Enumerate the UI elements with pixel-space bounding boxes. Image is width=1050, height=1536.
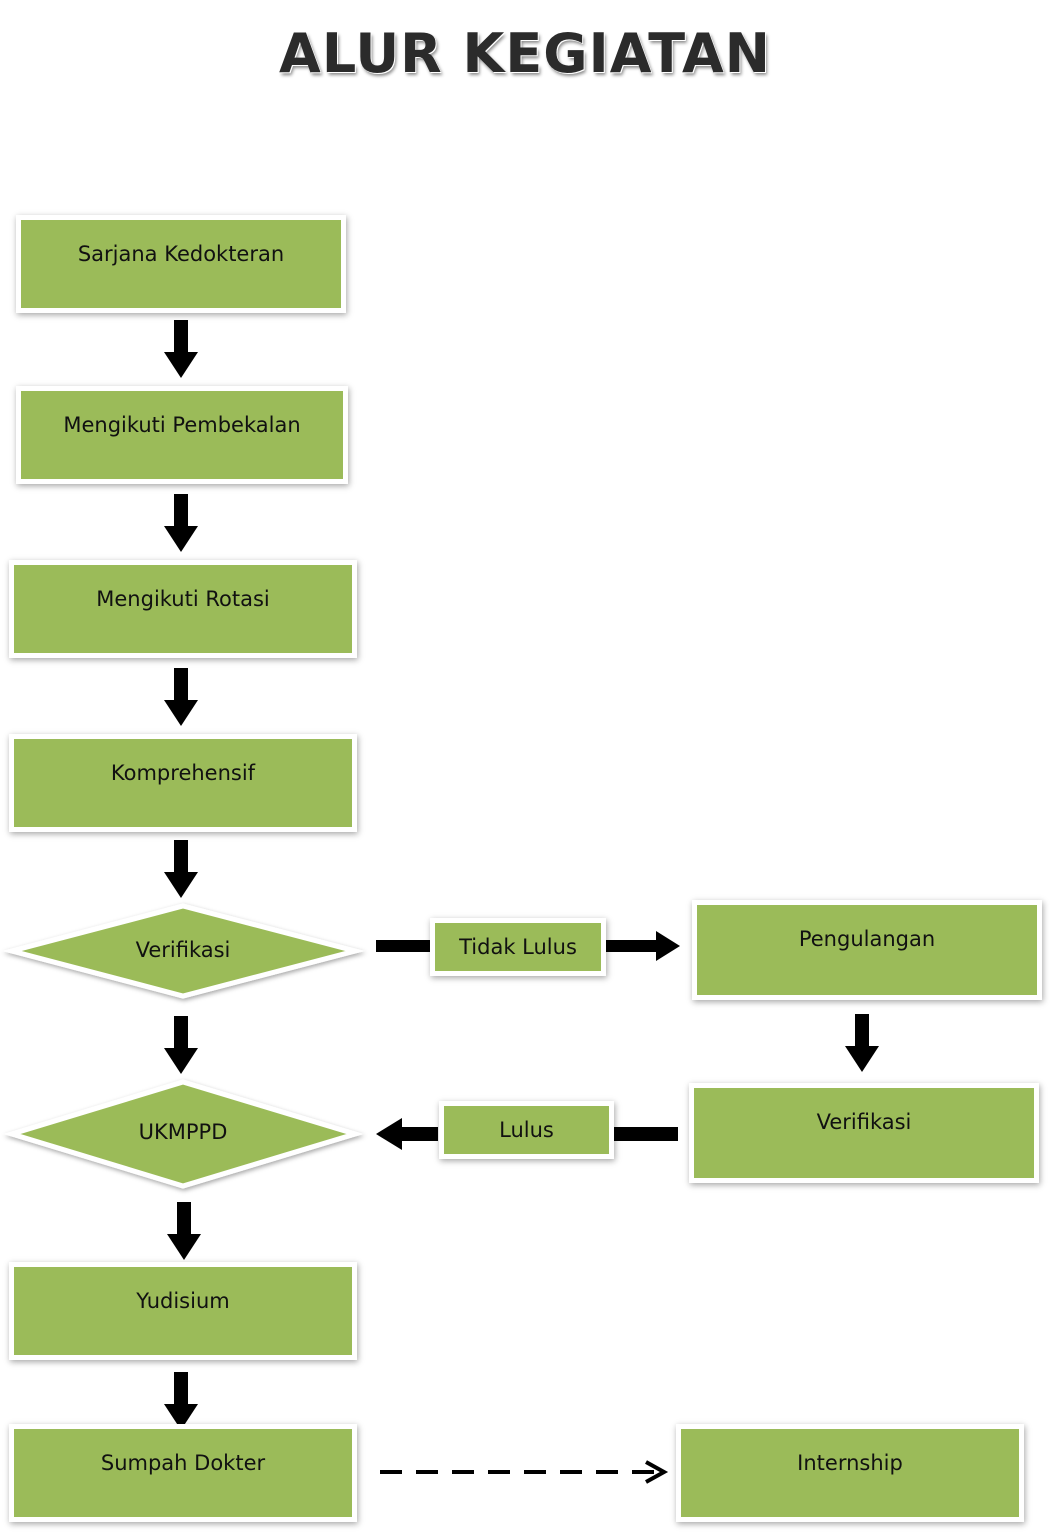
- arrow-down: [167, 1202, 201, 1260]
- arrow-left: [376, 1118, 438, 1150]
- node-label: Mengikuti Rotasi: [96, 587, 270, 611]
- decision-verifikasi-shape: [2, 903, 365, 999]
- node-verifikasi-ulang: Verifikasi: [689, 1083, 1039, 1183]
- connector-line: [614, 1127, 678, 1141]
- arrow-dashed-right: [380, 1460, 669, 1484]
- arrow-down: [845, 1014, 879, 1072]
- page-title: ALUR KEGIATAN: [279, 22, 771, 85]
- arrow-down: [164, 668, 198, 726]
- edge-label-lulus: Lulus: [439, 1101, 614, 1159]
- edge-label-text: Lulus: [499, 1118, 554, 1142]
- node-label: Verifikasi: [816, 1110, 912, 1134]
- node-yudisium: Yudisium: [9, 1262, 357, 1360]
- node-label: Mengikuti Pembekalan: [63, 413, 301, 437]
- edge-label-tidak-lulus: Tidak Lulus: [430, 918, 606, 976]
- node-internship: Internship: [676, 1424, 1024, 1522]
- node-mengikuti-rotasi: Mengikuti Rotasi: [9, 560, 357, 658]
- connector-line: [376, 940, 430, 952]
- node-komprehensif: Komprehensif: [9, 734, 357, 832]
- arrow-down: [164, 1016, 198, 1074]
- node-sumpah-dokter: Sumpah Dokter: [9, 1424, 357, 1522]
- node-sarjana-kedokteran: Sarjana Kedokteran: [16, 215, 346, 313]
- node-label: Pengulangan: [798, 927, 936, 951]
- arrow-down: [164, 494, 198, 552]
- edge-label-text: Tidak Lulus: [459, 935, 577, 959]
- arrow-down: [164, 320, 198, 378]
- node-label: Komprehensif: [110, 761, 256, 785]
- arrow-right: [606, 931, 680, 961]
- node-label: Sarjana Kedokteran: [77, 242, 285, 266]
- decision-ukmppd-shape: [3, 1079, 364, 1189]
- arrow-down: [164, 840, 198, 898]
- node-label: Yudisium: [136, 1289, 230, 1313]
- arrow-down: [164, 1372, 198, 1430]
- node-pengulangan: Pengulangan: [692, 900, 1042, 1000]
- decision-verifikasi-label: Verifikasi: [135, 938, 231, 962]
- decision-ukmppd-label: UKMPPD: [138, 1120, 228, 1144]
- node-mengikuti-pembekalan: Mengikuti Pembekalan: [16, 386, 348, 484]
- node-label: Sumpah Dokter: [100, 1451, 266, 1475]
- node-label: Internship: [797, 1451, 903, 1475]
